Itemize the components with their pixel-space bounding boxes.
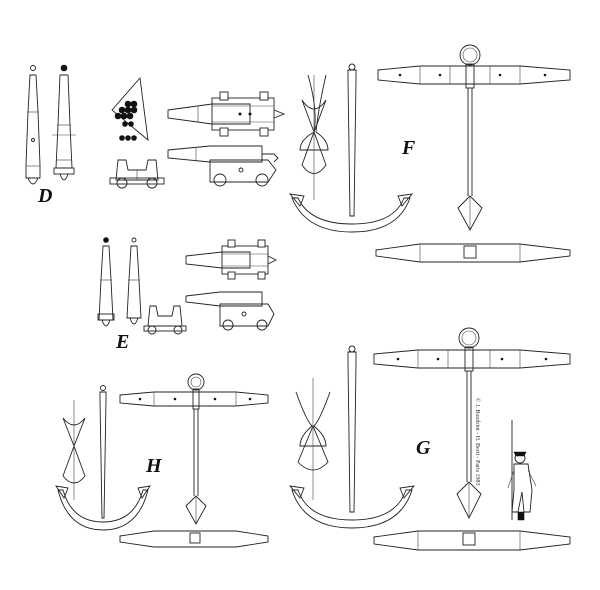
anchor-stock-end-g — [295, 378, 331, 500]
anchor-side-h — [55, 385, 151, 531]
anchor-group-f — [288, 44, 571, 263]
anchor-group-h — [55, 373, 269, 548]
naval-cannon-side-d — [167, 145, 279, 187]
anchor-stock-end-h — [62, 400, 86, 500]
naval-cannon-top-e — [185, 239, 278, 280]
copyright-credit: © J. Boudriot - H. Berti - Paris 1983 — [474, 398, 480, 486]
sailor-figure — [507, 420, 537, 521]
cannon-barrel-top-d2 — [52, 64, 76, 181]
anchor-stock-top-f — [377, 44, 571, 89]
gun-carriage-front-e — [143, 305, 187, 335]
anchor-stock-top-g — [373, 327, 571, 372]
anchor-side-f — [288, 63, 414, 233]
anchor-stock-bottom-h — [119, 530, 269, 548]
cannon-group-d — [25, 64, 286, 189]
gun-carriage-front — [109, 159, 165, 189]
anchor-shank-top-g — [456, 371, 482, 520]
cannon-barrel-side-e1 — [97, 237, 115, 327]
label-h: H — [146, 455, 162, 477]
cannon-barrel-side-d1 — [25, 65, 41, 185]
anchor-stock-top-h — [119, 373, 269, 410]
cannon-barrel-top-e2 — [126, 237, 142, 325]
cannonball-pyramid — [111, 76, 149, 142]
anchor-group-g — [288, 327, 571, 551]
anchor-stock-bottom-g — [373, 530, 571, 551]
anchor-shank-top-h — [185, 409, 207, 525]
label-e: E — [116, 331, 130, 353]
naval-cannon-side-e — [185, 291, 275, 331]
anchor-side-g — [288, 345, 416, 529]
label-g: G — [416, 437, 431, 459]
naval-cannon-top-d — [167, 91, 286, 137]
anchor-stock-bottom-f — [375, 243, 571, 263]
cannon-group-e — [97, 237, 278, 335]
label-f: F — [402, 137, 416, 159]
anchor-shank-top-f — [457, 88, 483, 231]
label-d: D — [38, 185, 53, 207]
anchor-stock-end-f — [299, 74, 329, 200]
